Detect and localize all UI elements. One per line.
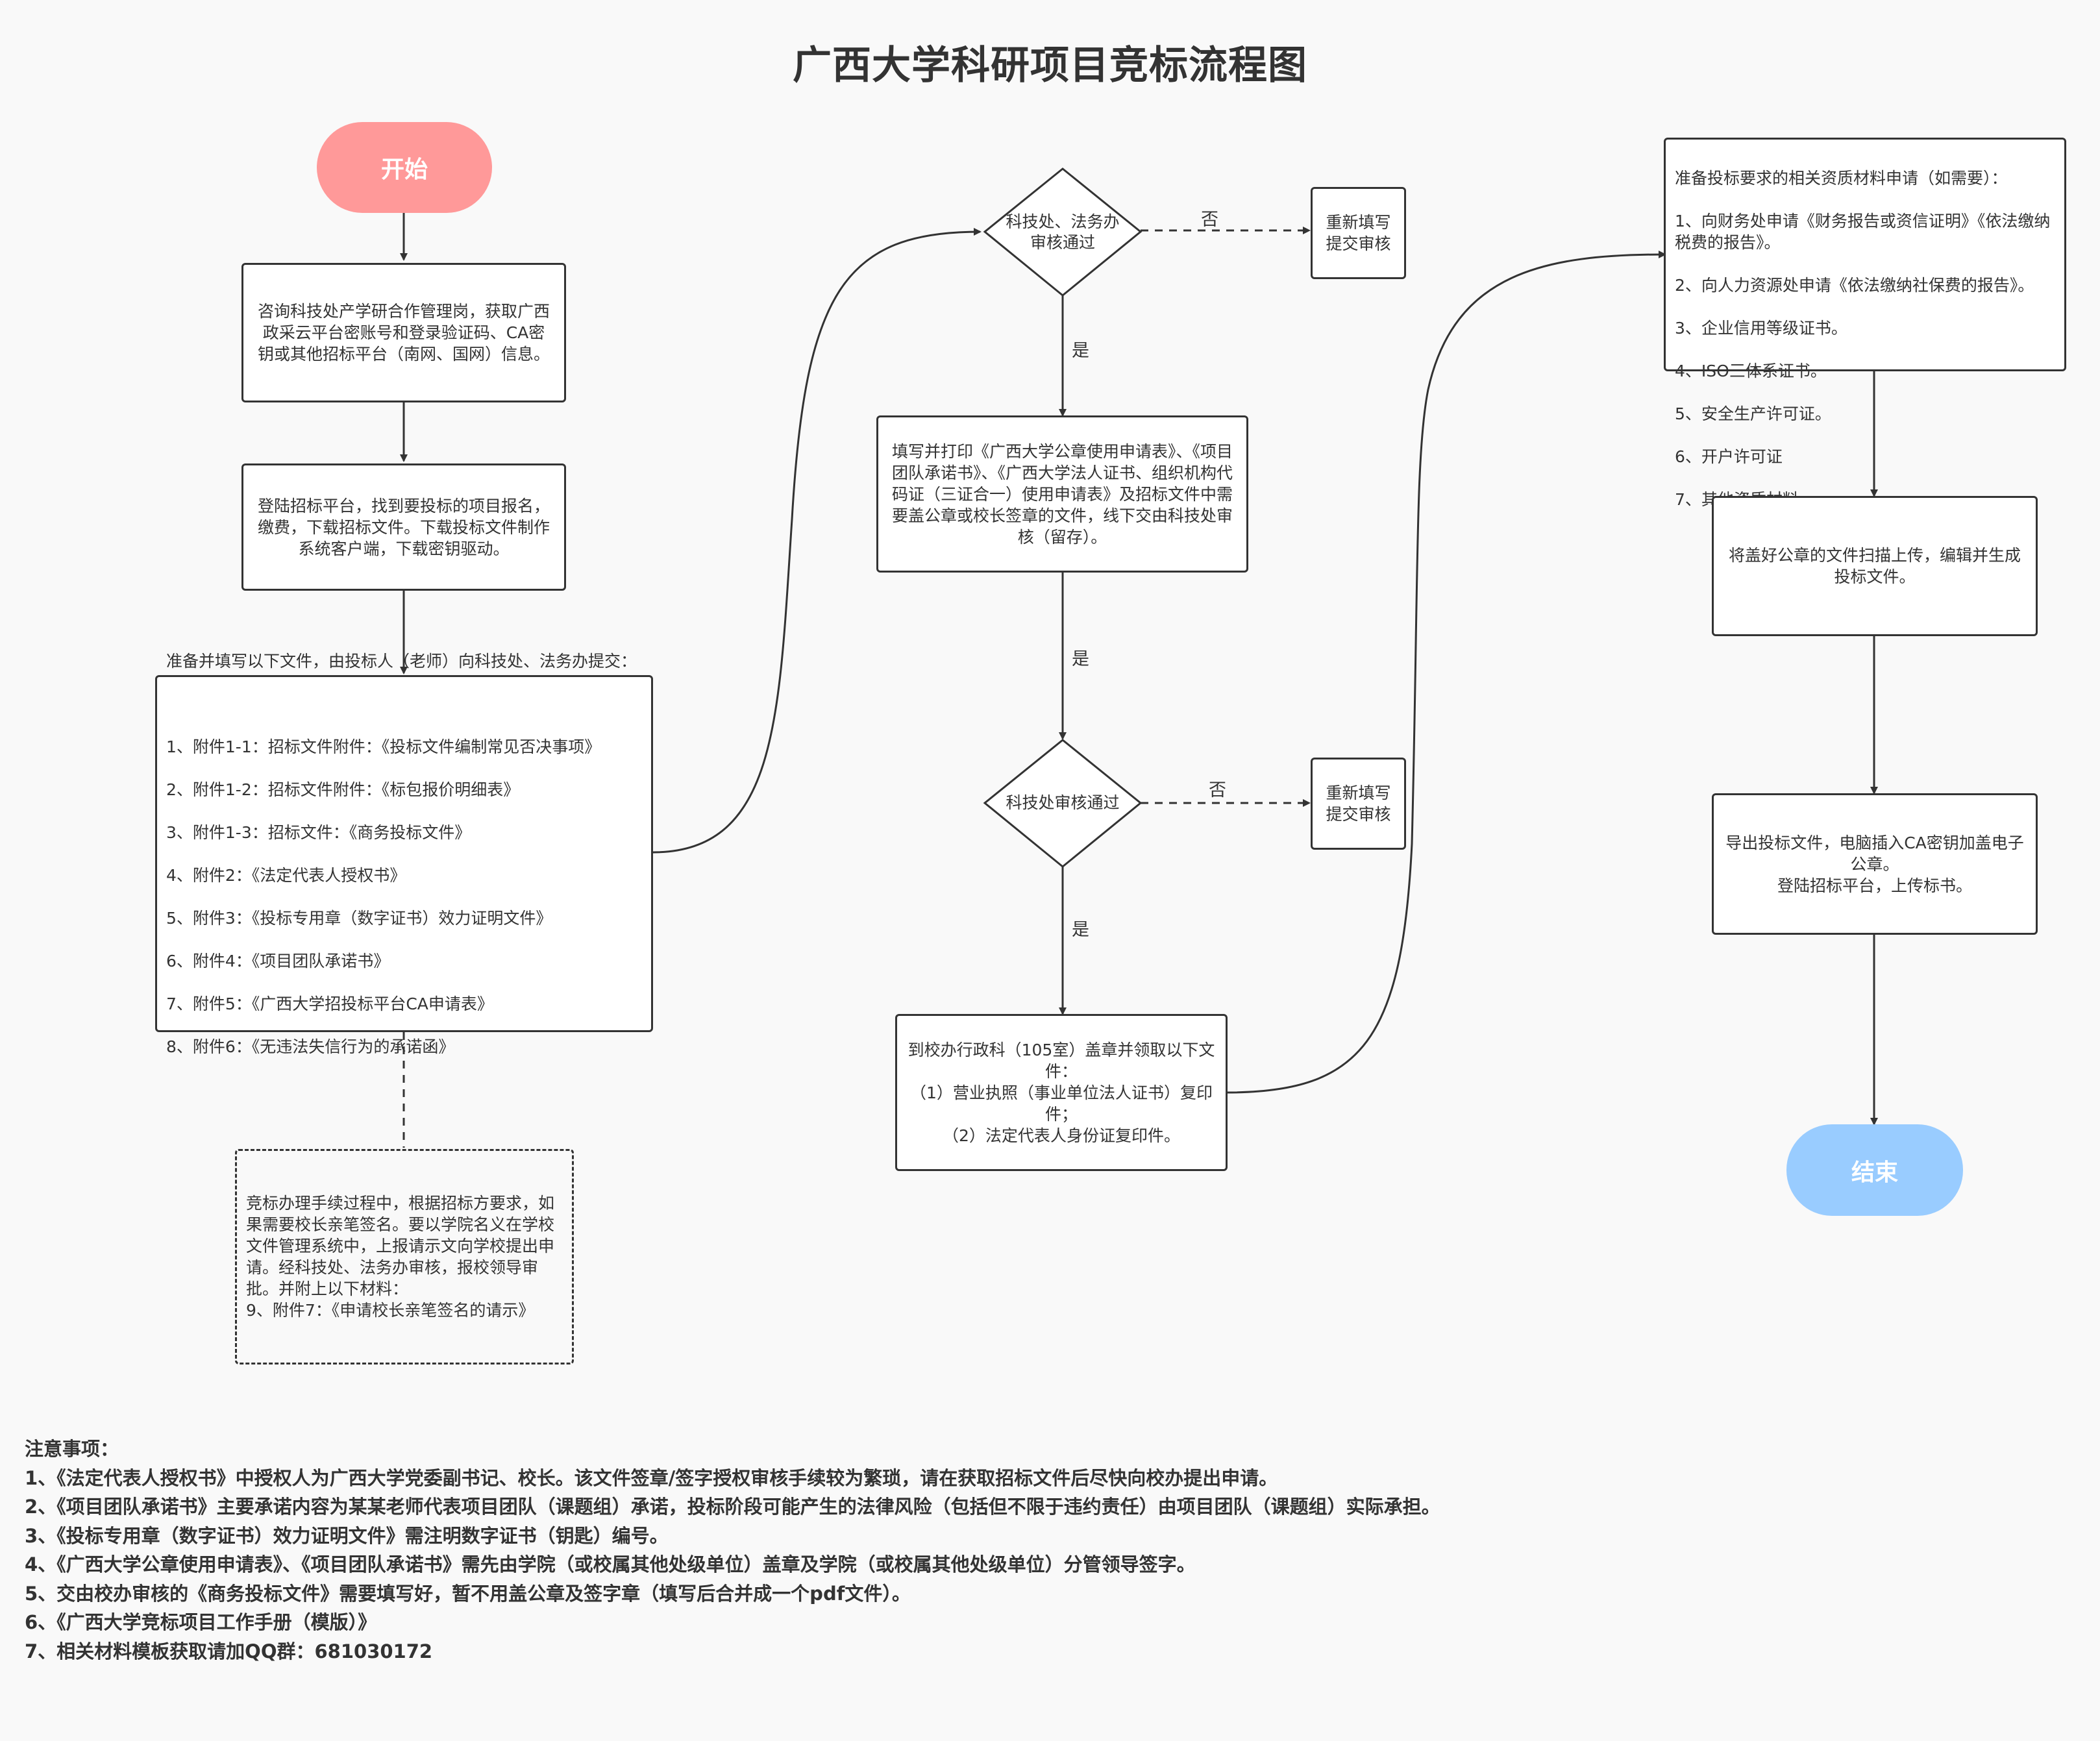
note-item: 7、相关材料模板获取请加QQ群：681030172 <box>25 1640 433 1662</box>
edge-label-yes-1: 是 <box>1072 341 1089 361</box>
step-print-seal-forms: 填写并打印《广西大学公章使用申请表》、《项目团队承诺书》、《广西大学法人证书、组… <box>876 415 1248 573</box>
decision-tech-legal-approved: 科技处、法务办 审核通过 <box>985 201 1141 263</box>
step-register-text: 登陆招标平台，找到要投标的项目报名，缴费，下载招标文件。下载投标文件制作系统客户… <box>257 496 550 558</box>
attachment-item: 6、附件4：《项目团队承诺书》 <box>166 951 390 970</box>
step-consult: 咨询科技处产学研合作管理岗，获取广西政采云平台密账号和登录验证码、CA密钥或其他… <box>241 263 566 402</box>
decision-tech-approved: 科技处审核通过 <box>985 782 1141 824</box>
decision-2-shape <box>983 739 1143 868</box>
step-office-seal-text: 到校办行政科（105室）盖章并领取以下文件： （1）营业执照（事业单位法人证书）… <box>908 1040 1215 1145</box>
note-item: 1、《法定代表人授权书》中授权人为广西大学党委副书记、校长。该文件签章/签字授权… <box>25 1466 1278 1489</box>
qualification-item: 2、向人力资源处申请《依法缴纳社保费的报告》。 <box>1675 276 2034 295</box>
edge-step5-step6 <box>1226 251 1666 1094</box>
note-item: 4、《广西大学公章使用申请表》、《项目团队承诺书》需先由学院（或校属其他处级单位… <box>25 1553 1196 1575</box>
edge-label-no-2: 否 <box>1209 780 1226 800</box>
attachment-item: 7、附件5：《广西大学招投标平台CA申请表》 <box>166 994 493 1013</box>
notes-heading: 注意事项： <box>25 1438 119 1460</box>
step-qualification-materials: 准备投标要求的相关资质材料申请（如需要）： 1、向财务处申请《财务报告或资信证明… <box>1664 138 2066 509</box>
step-prepare-intro: 准备并填写以下文件，由投标人（老师）向科技处、法务办提交： <box>166 651 637 671</box>
attachment-item: 5、附件3：《投标专用章（数字证书）效力证明文件》 <box>166 908 552 928</box>
resubmit-2-text: 重新填写 提交审核 <box>1326 784 1391 824</box>
qualification-item: 1、向财务处申请《财务报告或资信证明》《依法缴纳税费的报告》。 <box>1675 212 2051 252</box>
resubmit-box-1: 重新填写 提交审核 <box>1311 187 1406 279</box>
qualification-item: 4、ISO三体系证书。 <box>1675 362 1827 380</box>
step-prepare-documents: 准备并填写以下文件，由投标人（老师）向科技处、法务办提交： 1、附件1-1：招标… <box>155 652 653 1056</box>
note-item: 2、《项目团队承诺书》主要承诺内容为某某老师代表项目团队（课题组）承诺，投标阶段… <box>25 1496 1440 1518</box>
step-consult-text: 咨询科技处产学研合作管理岗，获取广西政采云平台密账号和登录验证码、CA密钥或其他… <box>257 302 550 364</box>
qualification-item: 3、企业信用等级证书。 <box>1675 319 1847 338</box>
end-label: 结束 <box>1851 1159 1898 1186</box>
attachment-item: 2、附件1-2：招标文件附件：《标包报价明细表》 <box>166 780 520 799</box>
note-item: 3、《投标专用章（数字证书）效力证明文件》需注明数字证书（钥匙）编号。 <box>25 1524 669 1547</box>
resubmit-1-text: 重新填写 提交审核 <box>1326 213 1391 253</box>
edge-label-yes-3: 是 <box>1072 920 1089 940</box>
edge-step3-decision1 <box>652 228 982 854</box>
attachment-item: 4、附件2：《法定代表人授权书》 <box>166 865 406 885</box>
attachment-item: 3、附件1-3：招标文件：《商务投标文件》 <box>166 822 471 842</box>
end-terminal: 结束 <box>1786 1124 1963 1216</box>
attachment-item: 1、附件1-1：招标文件附件：《投标文件编制常见否决事项》 <box>166 737 601 756</box>
start-terminal: 开始 <box>317 122 492 213</box>
decision-1-text: 科技处、法务办 审核通过 <box>1006 212 1120 252</box>
step-register: 登陆招标平台，找到要投标的项目报名，缴费，下载招标文件。下载投标文件制作系统客户… <box>241 463 566 591</box>
resubmit-box-2: 重新填写 提交审核 <box>1311 758 1406 850</box>
start-label: 开始 <box>380 156 428 183</box>
step-export-upload-text: 导出投标文件，电脑插入CA密钥加盖电子公章。 登陆招标平台，上传标书。 <box>1725 833 2024 895</box>
qualification-item: 5、安全生产许可证。 <box>1675 404 1831 423</box>
step-scan-upload-text: 将盖好公章的文件扫描上传，编辑并生成投标文件。 <box>1728 546 2021 586</box>
note-item: 6、《广西大学竞标项目工作手册（模版）》 <box>25 1611 377 1633</box>
page-title: 广西大学科研项目竞标流程图 <box>793 43 1307 88</box>
edge-label-yes-2: 是 <box>1072 649 1089 669</box>
notes-section: 注意事项： 1、《法定代表人授权书》中授权人为广西大学党委副书记、校长。该文件签… <box>25 1435 1440 1666</box>
edge-label-no-1: 否 <box>1201 210 1218 230</box>
step-export-upload: 导出投标文件，电脑插入CA密钥加盖电子公章。 登陆招标平台，上传标书。 <box>1712 793 2038 935</box>
note-item: 5、交由校办审核的《商务投标文件》需要填写好，暂不用盖公章及签字章（填写后合并成… <box>25 1582 911 1605</box>
qualification-item: 6、开户许可证 <box>1675 447 1783 466</box>
step-office-seal: 到校办行政科（105室）盖章并领取以下文件： （1）营业执照（事业单位法人证书）… <box>895 1014 1228 1171</box>
step-scan-upload: 将盖好公章的文件扫描上传，编辑并生成投标文件。 <box>1712 496 2038 636</box>
decision-2-text: 科技处审核通过 <box>1006 793 1120 812</box>
attachment-item: 8、附件6：《无违法失信行为的承诺函》 <box>166 1037 455 1056</box>
principal-signature-note: 竞标办理手续过程中，根据招标方要求，如果需要校长亲笔签名。要以学院名义在学校文件… <box>235 1149 574 1364</box>
principal-signature-note-text: 竞标办理手续过程中，根据招标方要求，如果需要校长亲笔签名。要以学院名义在学校文件… <box>246 1194 555 1320</box>
step-print-seal-forms-text: 填写并打印《广西大学公章使用申请表》、《项目团队承诺书》、《广西大学法人证书、组… <box>891 441 1233 547</box>
decision-1-shape <box>983 167 1143 297</box>
qualification-intro: 准备投标要求的相关资质材料申请（如需要）： <box>1675 169 2008 188</box>
